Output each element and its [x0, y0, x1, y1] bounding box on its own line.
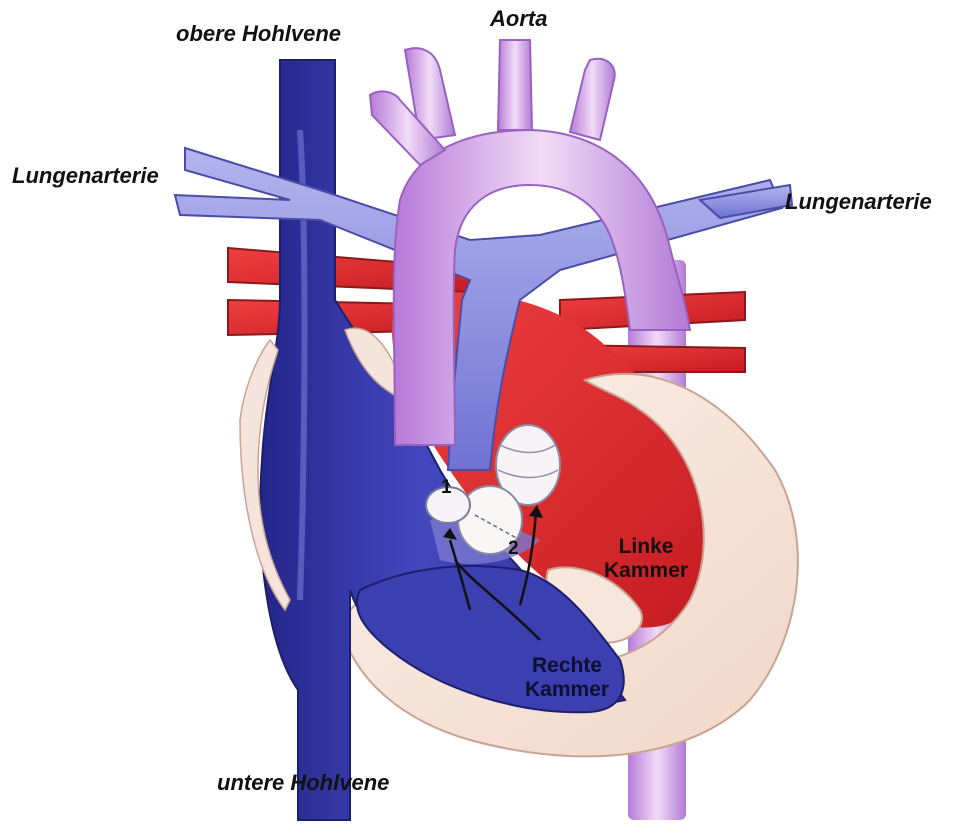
label-inferior-vena-cava: untere Hohlvene [217, 770, 389, 796]
label-superior-vena-cava: obere Hohlvene [176, 21, 341, 47]
label-aorta: Aorta [490, 6, 547, 32]
marker-2: 2 [508, 538, 519, 560]
label-right-ventricle-line2: Kammer [525, 678, 609, 702]
label-pulmonary-artery-right: Lungenarterie [785, 189, 932, 215]
label-pulmonary-artery-left: Lungenarterie [12, 163, 159, 189]
label-right-ventricle: Rechte Kammer [525, 654, 609, 702]
marker-1: 1 [441, 477, 452, 499]
label-left-ventricle-line2: Kammer [604, 559, 688, 583]
label-left-ventricle-line1: Linke [604, 535, 688, 559]
label-right-ventricle-line1: Rechte [525, 654, 609, 678]
label-left-ventricle: Linke Kammer [604, 535, 688, 583]
